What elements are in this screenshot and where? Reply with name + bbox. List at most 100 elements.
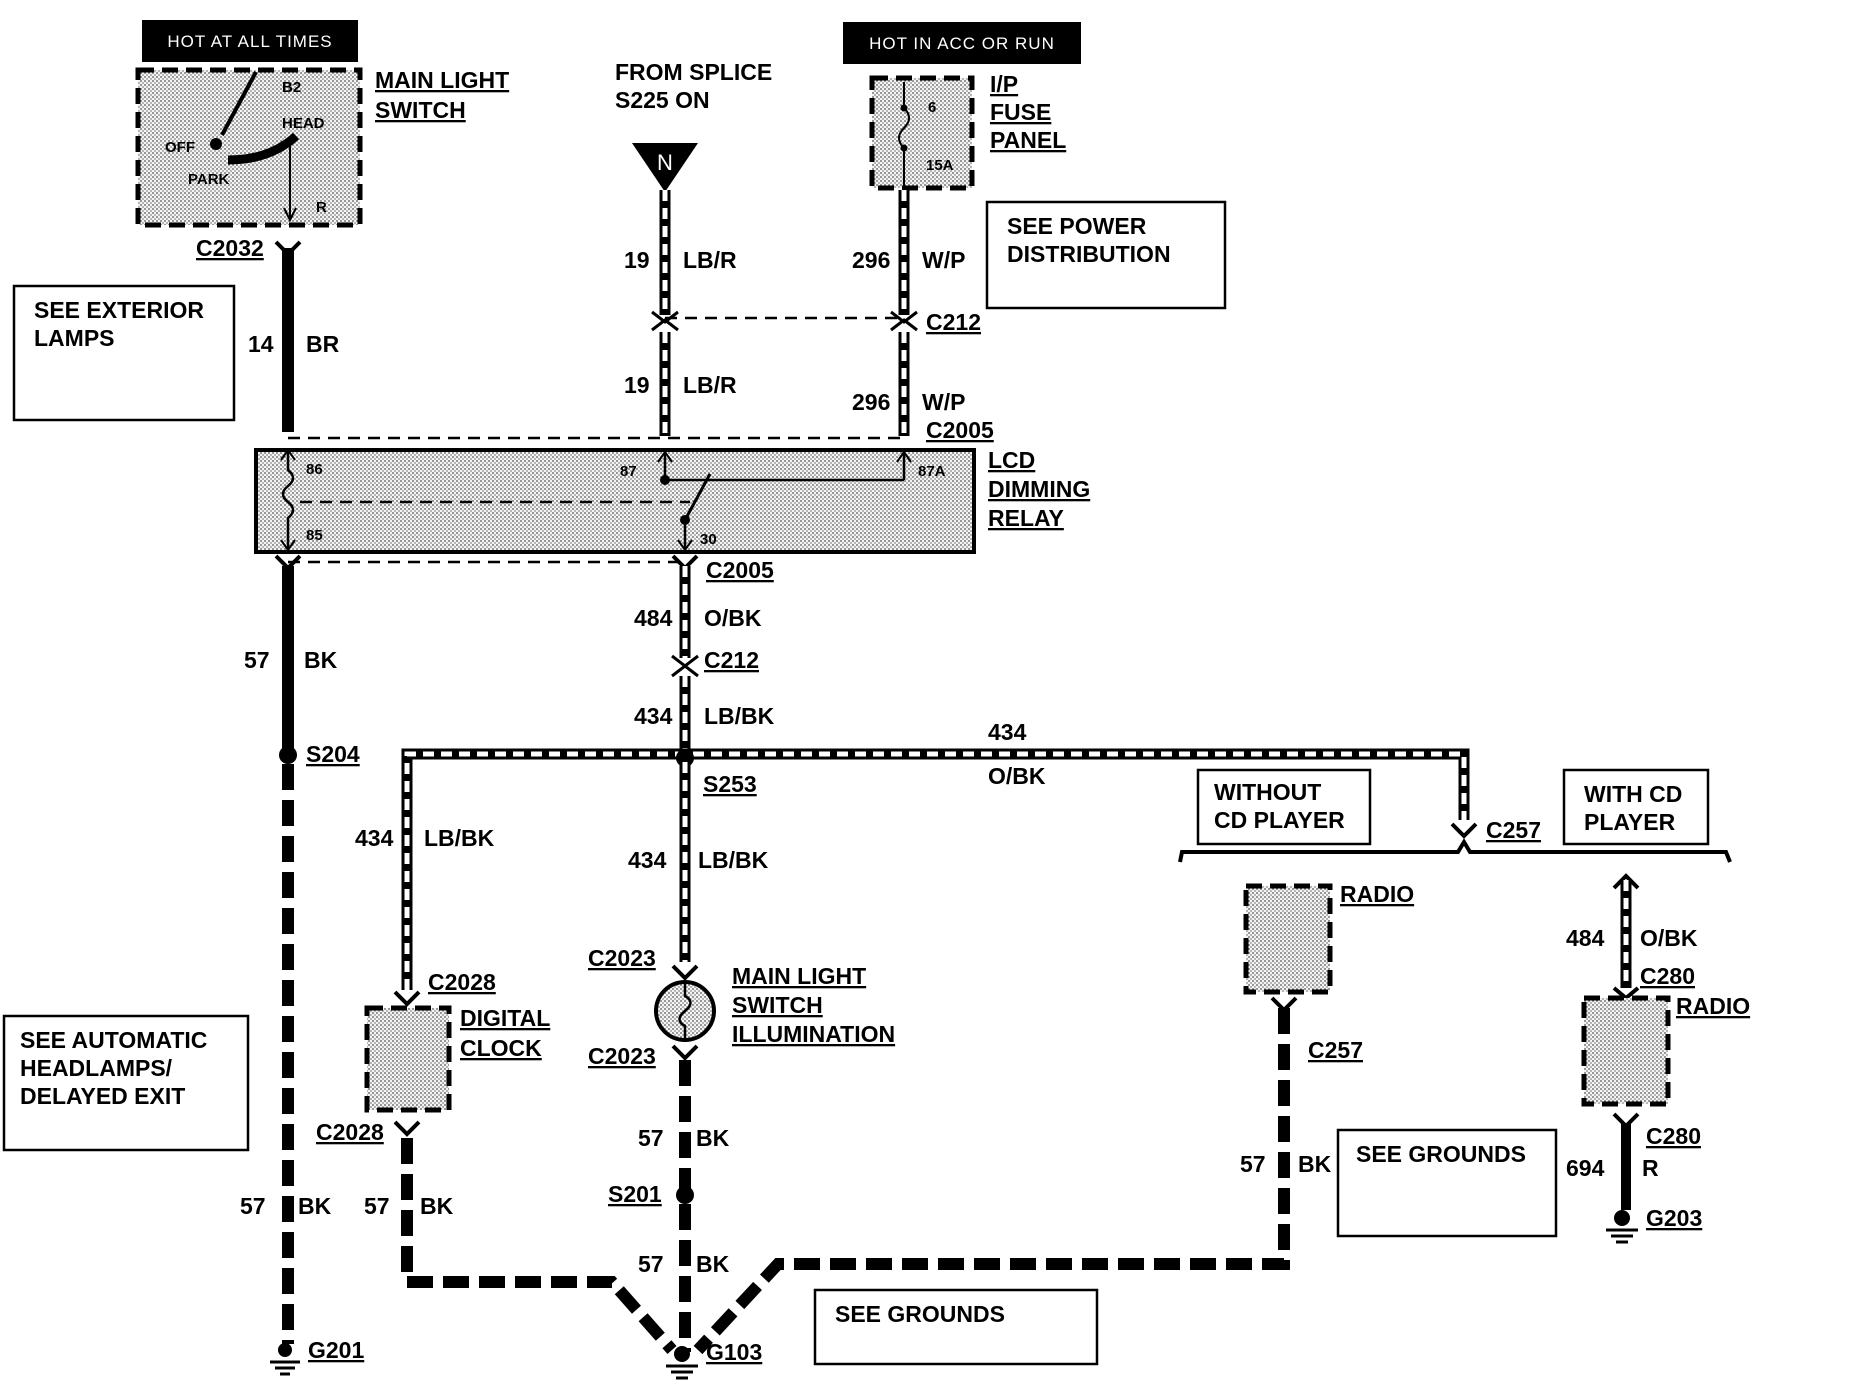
wire-19b-color: LB/R [683,372,737,398]
wire-434-illum-num: 434 [628,847,667,873]
lcd-relay-label-1: LCD [988,447,1035,473]
svg-text:B2: B2 [282,79,301,96]
svg-text:SEE GROUNDS: SEE GROUNDS [1356,1141,1526,1167]
svg-text:30: 30 [700,531,717,548]
wire-57-bk-clock [401,1138,677,1354]
splice-s201: S201 [608,1181,662,1207]
ground-g201: G201 [308,1337,364,1363]
wire-19b-num: 19 [624,372,650,398]
connector-c2032: C2032 [196,235,264,261]
svg-text:WITHOUT: WITHOUT [1214,779,1321,805]
wire-57-illum-b-num: 57 [638,1251,664,1277]
ground-g103-icon [666,1346,698,1380]
main-light-switch-label-2: SWITCH [375,97,466,123]
wire-57-radio-color: BK [1298,1151,1332,1177]
wire-484-relay-color: O/BK [704,605,762,631]
wire-19a-num: 19 [624,247,650,273]
connector-c2023-top: C2023 [588,945,656,971]
splice-s204-dot [279,746,297,764]
svg-text:87: 87 [620,463,637,480]
svg-text:OFF: OFF [165,139,195,156]
fuse-panel-label-3: PANEL [990,127,1066,153]
connector-c2023-bottom-symbol [671,1044,699,1061]
wire-484-relay-num: 484 [634,605,673,631]
wire-57-clock-color: BK [420,1193,454,1219]
wire-434-top-num: 434 [988,719,1027,745]
svg-text:SEE POWER: SEE POWER [1007,213,1147,239]
wire-57-left-num: 57 [240,1193,266,1219]
svg-text:HOT AT ALL TIMES: HOT AT ALL TIMES [167,32,332,51]
wire-694-num: 694 [1566,1155,1605,1181]
illumination-label-2: SWITCH [732,992,823,1018]
wire-57-illum-b-color: BK [696,1251,730,1277]
splice-s204: S204 [306,741,360,767]
connector-c257-bottom: C257 [1308,1037,1363,1063]
bulb-icon [654,980,716,1042]
connector-c2032-symbol [274,240,302,257]
hot-at-all-times-tag: HOT AT ALL TIMES [142,20,358,62]
hot-in-acc-or-run-tag: HOT IN ACC OR RUN [843,22,1081,64]
splice-arrow-icon: N [632,143,698,192]
wire-57-radio-num: 57 [1240,1151,1266,1177]
connector-c2028-top: C2028 [428,969,496,995]
wire-14-num: 14 [248,331,274,357]
radio-without-cd [1243,883,1333,995]
radio-without-cd-label: RADIO [1340,881,1414,907]
ground-g203-icon [1606,1210,1638,1244]
wire-484-cd-color: O/BK [1640,925,1698,951]
digital-clock [364,1005,452,1113]
see-automatic-headlamps-box: SEE AUTOMATIC HEADLAMPS/ DELAYED EXIT [2,1014,250,1152]
svg-text:DELAYED EXIT: DELAYED EXIT [20,1083,185,1109]
svg-text:SEE AUTOMATIC: SEE AUTOMATIC [20,1027,207,1053]
connector-c257-top: C257 [1486,817,1541,843]
svg-text:86: 86 [306,461,323,478]
splice-s253: S253 [703,771,757,797]
connector-c2028-top-symbol [393,990,421,1007]
wire-434-top-color: O/BK [988,763,1046,789]
wire-57-relay-num: 57 [244,647,270,673]
svg-text:PLAYER: PLAYER [1584,809,1676,835]
svg-text:R: R [316,199,327,216]
see-power-distribution-box: SEE POWER DISTRIBUTION [985,200,1227,310]
wire-296a-color: W/P [922,247,965,273]
wire-296b-num: 296 [852,389,890,415]
with-cd-player-box: WITH CD PLAYER [1562,768,1710,846]
ip-fuse-panel: 6 15A [869,75,975,191]
svg-text:HEAD: HEAD [282,115,325,132]
svg-text:HEADLAMPS/: HEADLAMPS/ [20,1055,173,1081]
lcd-relay-label-3: RELAY [988,505,1064,531]
svg-text:87A: 87A [918,463,946,480]
wire-57-left-color: BK [298,1193,332,1219]
wire-484-cd-num: 484 [1566,925,1605,951]
wire-434-illum-color: LB/BK [698,847,769,873]
radio-with-cd [1581,995,1671,1107]
wire-57-illum-a-num: 57 [638,1125,664,1151]
svg-text:CD PLAYER: CD PLAYER [1214,807,1345,833]
svg-text:PARK: PARK [188,171,230,188]
wire-57-clock-num: 57 [364,1193,390,1219]
wire-694-color: R [1642,1155,1659,1181]
connector-c2023-bottom: C2023 [588,1043,656,1069]
wire-296b-color: W/P [922,389,965,415]
connector-c257-top-symbol [1450,822,1478,839]
splice-s201-dot [676,1186,694,1204]
splice-source-line1: FROM SPLICE [615,59,772,85]
connector-c2028-bottom-symbol [393,1120,421,1137]
wire-434-mid-color: LB/BK [704,703,775,729]
see-grounds-box-right: SEE GROUNDS [1336,1128,1558,1238]
connector-c2005-bottom: C2005 [706,557,774,583]
lcd-dimming-relay: 86 85 87 87A 30 [254,448,976,554]
svg-text:15A: 15A [926,157,954,174]
illumination-label-1: MAIN LIGHT [732,963,866,989]
connector-c280-bottom: C280 [1646,1123,1701,1149]
connector-c212-mid-symbol [671,654,699,678]
connector-c257-bottom-symbol [1270,996,1298,1013]
connector-c280-top: C280 [1640,963,1695,989]
svg-text:85: 85 [306,527,323,544]
wire-434-clock-num: 434 [355,825,394,851]
wire-57-bk-radio [693,1008,1290,1355]
digital-clock-label-2: CLOCK [460,1035,542,1061]
wire-19a-color: LB/R [683,247,737,273]
ground-g201-icon [270,1343,300,1376]
